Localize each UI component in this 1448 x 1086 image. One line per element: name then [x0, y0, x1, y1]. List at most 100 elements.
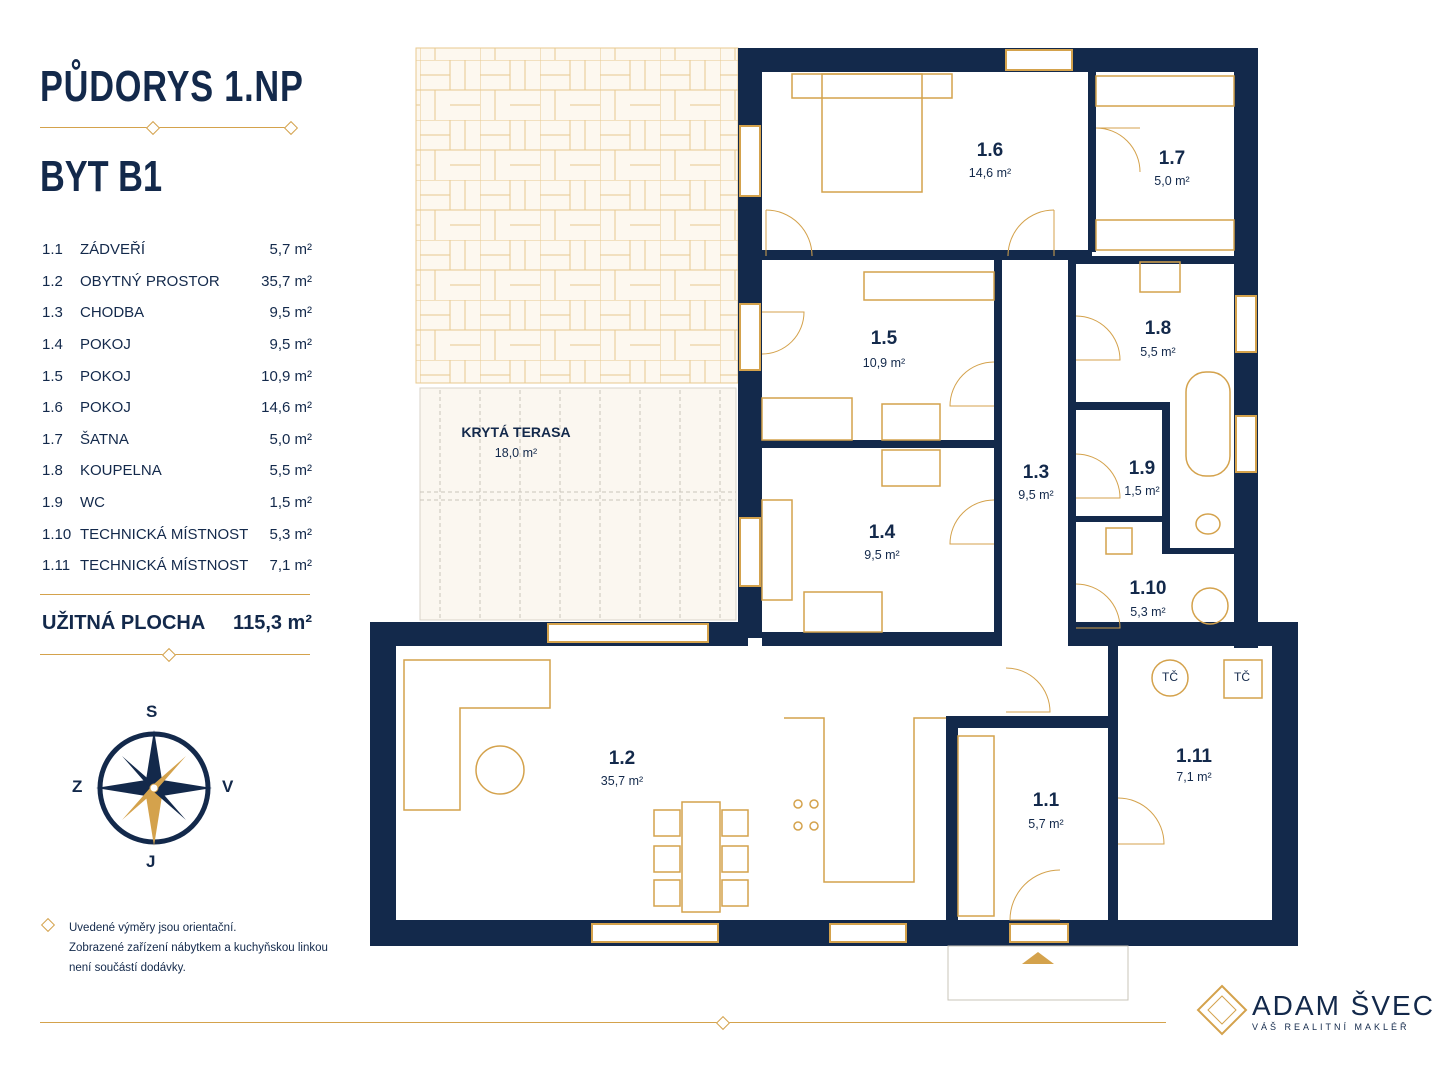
room-name: CHODBA	[80, 304, 145, 322]
terrace-pergola	[420, 390, 736, 620]
total-area: UŽITNÁ PLOCHA 115,3 m²	[42, 612, 312, 635]
plan-room-1-4-area: 9,5 m²	[864, 548, 900, 562]
plan-room-1-3-area: 9,5 m²	[1018, 488, 1054, 502]
plan-room-1-11-area: 7,1 m²	[1176, 770, 1212, 784]
room-area: 9,5 m²	[269, 304, 312, 322]
room-row: 1.3 CHODBA 9,5 m²	[42, 297, 312, 329]
room-number: 1.7	[42, 430, 63, 448]
room-name: ŠATNA	[80, 430, 129, 448]
footer-divider	[40, 1022, 1166, 1023]
room-name: POKOJ	[80, 367, 131, 385]
room-name: OBYTNÝ PROSTOR	[80, 272, 220, 290]
plan-room-1-4-number: 1.4	[868, 522, 896, 543]
unit-title: BYT B1	[40, 152, 163, 201]
plan-terrace-area: 18,0 m²	[494, 446, 538, 460]
page-title: PŮDORYS 1.NP	[40, 62, 304, 111]
disclaimer-note: Uvedené výměry jsou orientační. Zobrazen…	[69, 918, 329, 978]
plan-room-1-8-number: 1.8	[1144, 318, 1172, 339]
plan-room-1-6-number: 1.6	[976, 140, 1004, 161]
note-line: Uvedené výměry jsou orientační.	[69, 922, 237, 934]
compass-west-label: Z	[72, 777, 83, 796]
room-name: WC	[80, 494, 105, 512]
brand-logo-icon	[1196, 984, 1248, 1036]
plan-room-1-11-number: 1.11	[1176, 746, 1212, 767]
total-value: 115,3 m²	[233, 612, 312, 634]
plan-room-1-3-number: 1.3	[1022, 462, 1050, 483]
room-name: POKOJ	[80, 336, 131, 354]
room-name: KOUPELNA	[80, 462, 162, 480]
room-area: 5,7 m²	[269, 241, 312, 259]
total-label: UŽITNÁ PLOCHA	[42, 612, 206, 634]
room-row: 1.8 KOUPELNA 5,5 m²	[42, 455, 312, 487]
note-line: Zobrazené zařízení nábytkem a kuchyňskou…	[69, 942, 328, 954]
compass-south-label: J	[146, 852, 156, 871]
room-number: 1.5	[42, 367, 63, 385]
room-number: 1.1	[42, 241, 63, 259]
list-divider	[40, 594, 310, 595]
room-area: 1,5 m²	[269, 494, 312, 512]
room-row: 1.7 ŠATNA 5,0 m²	[42, 424, 312, 456]
room-row: 1.5 POKOJ 10,9 m²	[42, 360, 312, 392]
plan-room-1-7-area: 5,0 m²	[1154, 174, 1190, 188]
windows	[547, 49, 1257, 943]
plan-room-1-5-area: 10,9 m²	[862, 356, 906, 370]
room-area: 7,1 m²	[269, 557, 312, 575]
room-row: 1.1 ZÁDVEŘÍ 5,7 m²	[42, 234, 312, 266]
plan-room-1-2-area: 35,7 m²	[600, 774, 644, 788]
room-number: 1.8	[42, 462, 63, 480]
room-area: 14,6 m²	[261, 399, 312, 417]
room-area: 9,5 m²	[269, 336, 312, 354]
plan-room-1-5-number: 1.5	[870, 328, 898, 349]
interior-walls	[762, 72, 1238, 922]
brand-name: ADAM ŠVEC	[1252, 990, 1435, 1021]
compass-rose-icon	[96, 730, 212, 846]
heat-pump-label: TČ	[1162, 670, 1178, 684]
room-row: 1.4 POKOJ 9,5 m²	[42, 329, 312, 361]
plan-room-1-1-area: 5,7 m²	[1028, 817, 1064, 831]
compass-north-label: S	[146, 702, 158, 721]
room-row: 1.2 OBYTNÝ PROSTOR 35,7 m²	[42, 266, 312, 298]
room-area: 10,9 m²	[261, 367, 312, 385]
compass-east-label: V	[222, 777, 234, 796]
room-number: 1.10	[42, 525, 72, 543]
open-terrace-tiles	[415, 47, 739, 384]
covered-terrace	[419, 387, 737, 621]
room-number: 1.4	[42, 336, 63, 354]
room-row: 1.10 TECHNICKÁ MÍSTNOST 5,3 m²	[42, 518, 312, 550]
plan-room-1-6-area: 14,6 m²	[968, 166, 1012, 180]
room-number: 1.6	[42, 399, 63, 417]
room-number: 1.11	[42, 557, 71, 575]
plan-terrace-name: KRYTÁ TERASA	[461, 424, 571, 440]
note-line: není součástí dodávky.	[69, 962, 186, 974]
furniture	[403, 73, 1263, 917]
plan-room-1-9-area: 1,5 m²	[1124, 484, 1160, 498]
plan-room-1-10-number: 1.10	[1129, 578, 1167, 599]
room-name: ZÁDVEŘÍ	[80, 241, 146, 259]
entrance-step	[947, 945, 1129, 1001]
plan-room-1-10-area: 5,3 m²	[1130, 605, 1166, 619]
plan-room-1-1-number: 1.1	[1032, 790, 1060, 811]
plan-room-1-9-number: 1.9	[1128, 458, 1156, 479]
room-name: TECHNICKÁ MÍSTNOST	[80, 525, 249, 543]
plan-room-1-7-number: 1.7	[1158, 148, 1186, 169]
title-divider	[40, 127, 296, 128]
room-area: 35,7 m²	[261, 272, 312, 290]
room-area: 5,3 m²	[269, 525, 312, 543]
room-row: 1.11 TECHNICKÁ MÍSTNOST 7,1 m²	[42, 550, 312, 582]
plan-room-1-8-area: 5,5 m²	[1140, 345, 1176, 359]
room-row: 1.9 WC 1,5 m²	[42, 487, 312, 519]
room-list: 1.1 ZÁDVEŘÍ 5,7 m² 1.2 OBYTNÝ PROSTOR 35,7 m…	[42, 234, 312, 582]
heat-pump-label: TČ	[1234, 670, 1250, 684]
room-number: 1.2	[42, 272, 63, 290]
brand-tagline: VÁŠ REALITNÍ MAKLÉŘ	[1252, 1022, 1410, 1032]
plan-room-1-2-number: 1.2	[608, 748, 636, 769]
room-number: 1.3	[42, 304, 63, 322]
room-row: 1.6 POKOJ 14,6 m²	[42, 392, 312, 424]
room-name: TECHNICKÁ MÍSTNOST	[80, 557, 249, 575]
door-swings	[761, 127, 1165, 921]
room-name: POKOJ	[80, 399, 131, 417]
room-number: 1.9	[42, 494, 63, 512]
room-area: 5,5 m²	[269, 462, 312, 480]
room-area: 5,0 m²	[269, 430, 312, 448]
